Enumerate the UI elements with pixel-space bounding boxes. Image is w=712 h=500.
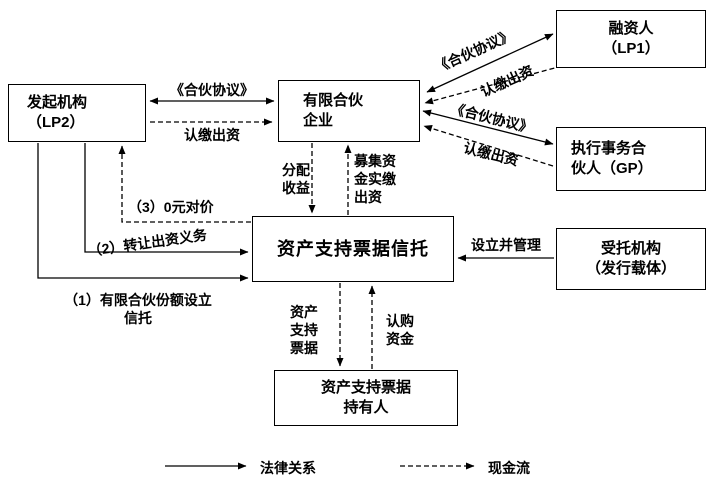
label-lp2-agreement: 《合伙协议》 <box>170 82 254 98</box>
legend-cash-label: 现金流 <box>488 460 530 476</box>
box-trustee-vehicle: 受托机构 （发行载体） <box>556 228 706 290</box>
box-executive-partner-gp: 执行事务合 伙人（GP） <box>556 127 706 191</box>
label-raised-capital: 募集资 金实缴 出资 <box>354 153 396 206</box>
edge-step1-setup-trust <box>37 143 249 282</box>
edge-step3-consideration <box>118 145 251 223</box>
box-note-holders: 资产支持票据 持有人 <box>274 370 458 426</box>
box-financier-lp1: 融资人 （LP1） <box>556 10 706 68</box>
edge-step2-transfer <box>84 143 249 256</box>
label-lp2-contribution: 认缴出资 <box>184 127 240 143</box>
label-setup-manage: 设立并管理 <box>471 237 541 253</box>
edge-gp-contribution <box>423 125 554 167</box>
edge-lp1-agreement <box>426 33 554 93</box>
legend-legal-label: 法律关系 <box>260 460 316 476</box>
box-limited-partnership: 有限合伙 企业 <box>278 80 420 142</box>
label-step1-setup-trust: （1）有限合伙份额设立 信托 <box>64 292 212 327</box>
label-step3-zero-consideration: （3）0元对价 <box>128 199 214 215</box>
label-subscription-funds: 认购 资金 <box>386 313 414 348</box>
label-distribute-income: 分配 收益 <box>282 162 310 197</box>
edge-gp-agreement <box>422 109 554 146</box>
box-abs-notes-trust: 资产支持票据信托 <box>252 216 454 282</box>
label-abs-notes: 资产 支持 票据 <box>290 304 318 357</box>
box-sponsor-lp2: 发起机构 （LP2） <box>8 84 146 142</box>
